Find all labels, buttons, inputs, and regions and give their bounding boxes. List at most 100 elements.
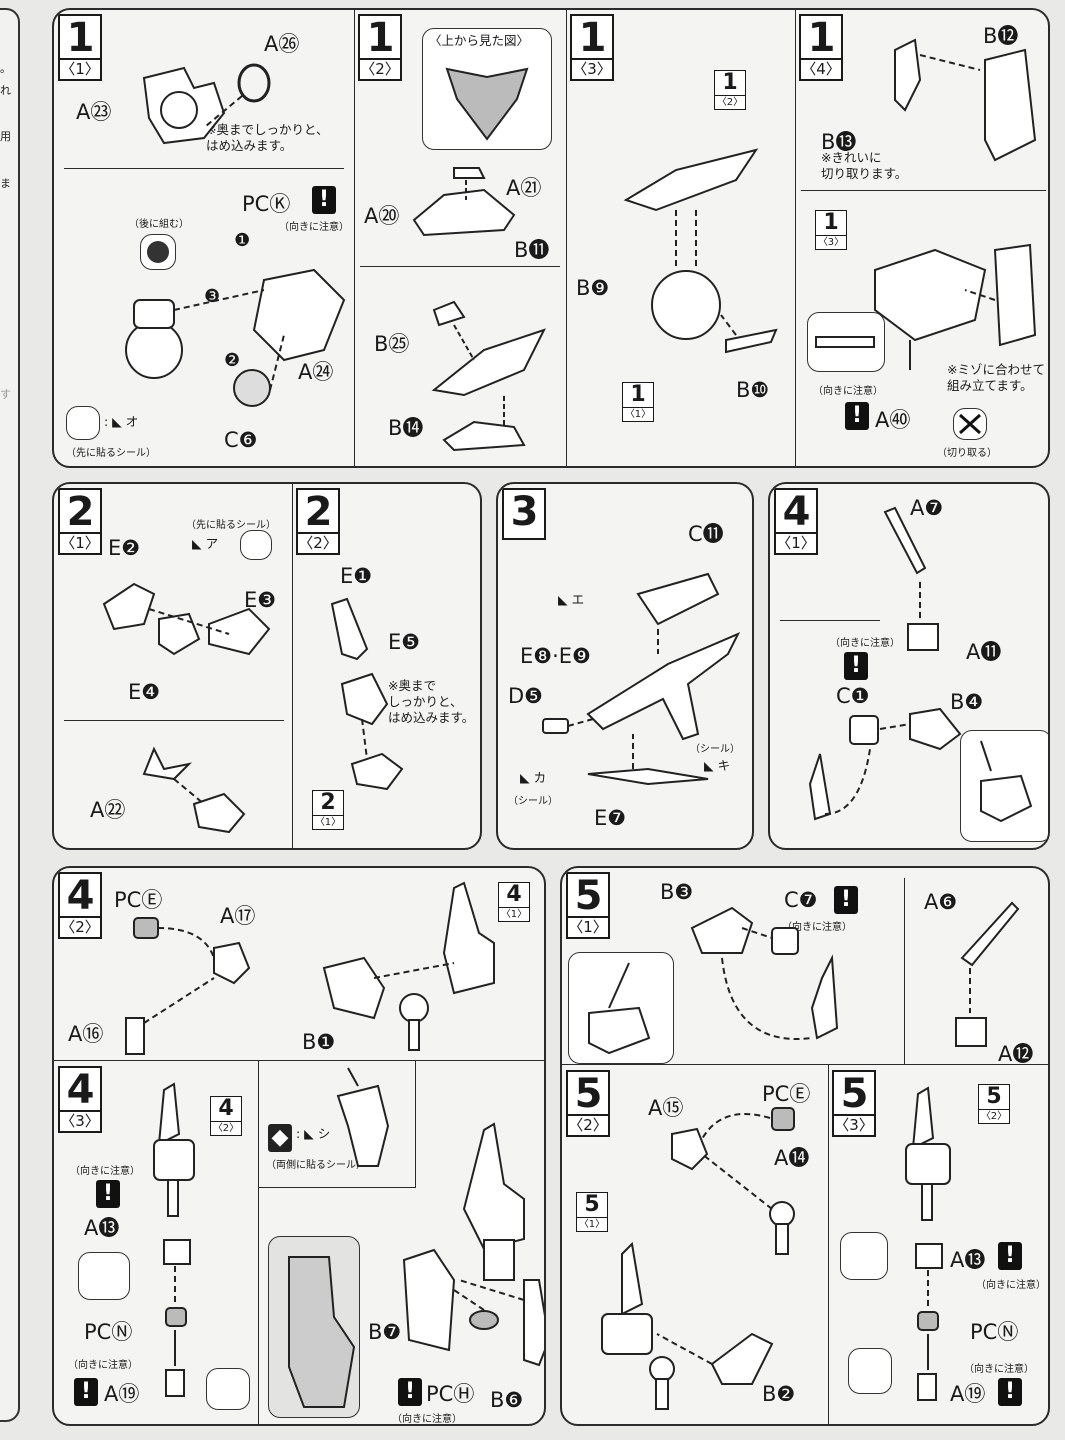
caution-icon: !: [74, 1378, 98, 1406]
part-drawing: [412, 167, 516, 237]
detail-bubble: [848, 1348, 892, 1394]
sticker-id: エ: [571, 592, 585, 607]
cutter-icon: [953, 408, 987, 440]
part-drawing: [883, 506, 939, 651]
cut-note: ※きれいに 切り取ります。: [821, 150, 908, 181]
part-drawing: [542, 572, 741, 786]
sticker-id: シ: [317, 1126, 331, 1141]
assemble-later-note: （後に組む）: [129, 219, 189, 230]
part-label: B❾: [576, 276, 610, 300]
sticker-note: （シール）: [690, 744, 740, 755]
part-label: PCⓀ: [242, 192, 291, 216]
step-number-box: 1〈4〉: [799, 14, 843, 81]
part-label: A㉔: [298, 360, 334, 384]
step-3-panel: 3 C⓫ ◣ エ E❽·E❾ D❺ ◣ カ （シール） （シール） ◣ キ E❼: [496, 482, 754, 850]
facing-note: （向きに注意）: [813, 386, 883, 397]
caution-icon: !: [845, 402, 869, 430]
part-drawing: [402, 1122, 544, 1367]
detail-bubble: [78, 1252, 130, 1300]
sticker-note: （シール）: [508, 796, 558, 807]
reference-box: 4〈1〉: [498, 882, 530, 922]
part-label: A⓮: [774, 1146, 810, 1170]
part-label: B㉕: [374, 332, 410, 356]
step-number-box: 2〈1〉: [58, 488, 102, 555]
part-drawing: [808, 707, 962, 821]
detail-bubble: [268, 1236, 360, 1418]
facing-note: （向きに注意）: [279, 222, 349, 233]
step-1-panel: 1〈1〉 A㉖ A㉓ ※奥までしっかりと、 はめ込みます。 PCⓀ ! （向きに…: [52, 8, 1050, 468]
facing-note: （向きに注意）: [782, 922, 852, 933]
prev-page-text: ま: [0, 177, 11, 190]
prev-page-text: 用: [0, 130, 11, 143]
detail-bubble: [568, 952, 674, 1064]
part-label: A㉑: [506, 176, 542, 200]
sticker-id: カ: [533, 770, 547, 785]
step-number-box: 1〈1〉: [58, 14, 102, 81]
order-marker: ❷: [224, 350, 241, 371]
prev-page-text: 。: [0, 62, 11, 75]
step-number-box: 1〈2〉: [358, 14, 402, 81]
part-label: B❿: [736, 378, 770, 402]
prev-page-text: す: [0, 388, 11, 401]
part-label: A⑳: [364, 204, 400, 228]
sticker-first-note: （先に貼るシール）: [186, 520, 276, 531]
previous-page-edge: 。 れ 用 ま す: [0, 0, 20, 1440]
top-view-box: 〈上から見た図〉: [422, 28, 552, 150]
step-number-box: 1〈3〉: [570, 14, 614, 81]
part-label: E❹: [128, 680, 161, 704]
part-label: B❸: [660, 880, 694, 904]
part-label: E❽·E❾: [520, 644, 591, 668]
detail-bubble: [807, 312, 885, 372]
part-drawing: [623, 148, 778, 354]
facing-note: （向きに注意）: [68, 1360, 138, 1371]
part-label: A㉓: [76, 100, 112, 124]
part-drawing: [690, 906, 839, 1040]
step-1-3: 1〈3〉 1〈2〉 B❾ B❿ 1〈1〉: [566, 10, 795, 466]
sticker-id: オ: [125, 414, 139, 429]
reference-box: 5〈2〉: [978, 1084, 1010, 1124]
part-drawing: [601, 1241, 774, 1410]
part-label: C❶: [836, 684, 870, 708]
part-drawing: [874, 243, 1037, 370]
part-label: B⓭: [821, 130, 857, 154]
part-label: C⓫: [688, 522, 724, 546]
top-view-label: 〈上から見た図〉: [429, 33, 530, 48]
part-label: E❶: [340, 564, 373, 588]
caution-icon: !: [834, 886, 858, 914]
step-4-3: 4〈3〉 4〈2〉 （向きに注意） ! A⓭ PCⓃ （向きに注意） ! A⑲ …: [54, 1060, 544, 1424]
part-drawing: [142, 746, 246, 834]
step-5-2: 5〈2〉 A⑮ PCⒺ A⓮ 5〈1〉 B❷: [562, 1064, 828, 1424]
caution-icon: !: [96, 1180, 120, 1208]
caution-icon: !: [844, 652, 868, 680]
part-label: A⓭: [84, 1216, 120, 1240]
part-label: PCⓃ: [84, 1320, 133, 1344]
part-label: A㉖: [264, 32, 300, 56]
part-label: E❺: [388, 630, 421, 654]
part-drawing: [142, 63, 271, 145]
part-label: B❷: [762, 1382, 796, 1406]
part-label: A⑰: [220, 904, 256, 928]
part-label: D❺: [508, 684, 543, 708]
part-drawing: [322, 881, 495, 1051]
part-drawing: [125, 268, 346, 407]
sticker-ref: : ◣ シ: [296, 1126, 331, 1141]
sticker-ref: ◣ ア: [192, 536, 219, 551]
step-2-2: 2〈2〉 E❶ E❺ ※奥まで しっかりと、 はめ込みます。 2〈1〉: [292, 484, 480, 848]
caution-icon: !: [312, 186, 336, 214]
step-1-1: 1〈1〉 A㉖ A㉓ ※奥までしっかりと、 はめ込みます。 PCⓀ ! （向きに…: [54, 10, 354, 466]
sticker-bubble: [66, 406, 100, 440]
part-label: A⑲: [104, 1382, 140, 1406]
caution-icon: !: [998, 1242, 1022, 1270]
part-label: PCⓃ: [970, 1320, 1019, 1344]
sticker-first-note: （先に貼るシール）: [66, 448, 156, 459]
reference-box: 4〈2〉: [210, 1096, 242, 1136]
sticker-id: キ: [717, 758, 731, 773]
groove-note: ※ミゾに合わせて 組み立てます。: [947, 362, 1045, 393]
step-5-1: 5〈1〉 B❸ C❼ ! （向きに注意） A❻ A⓬: [562, 868, 1048, 1066]
sticker-bubble: [240, 530, 272, 560]
step-number-box: 4〈2〉: [58, 872, 102, 939]
caution-icon: !: [398, 1378, 422, 1406]
part-drawing: [102, 582, 271, 656]
part-drawing: [153, 1082, 195, 1397]
part-label: A⑲: [950, 1382, 986, 1406]
